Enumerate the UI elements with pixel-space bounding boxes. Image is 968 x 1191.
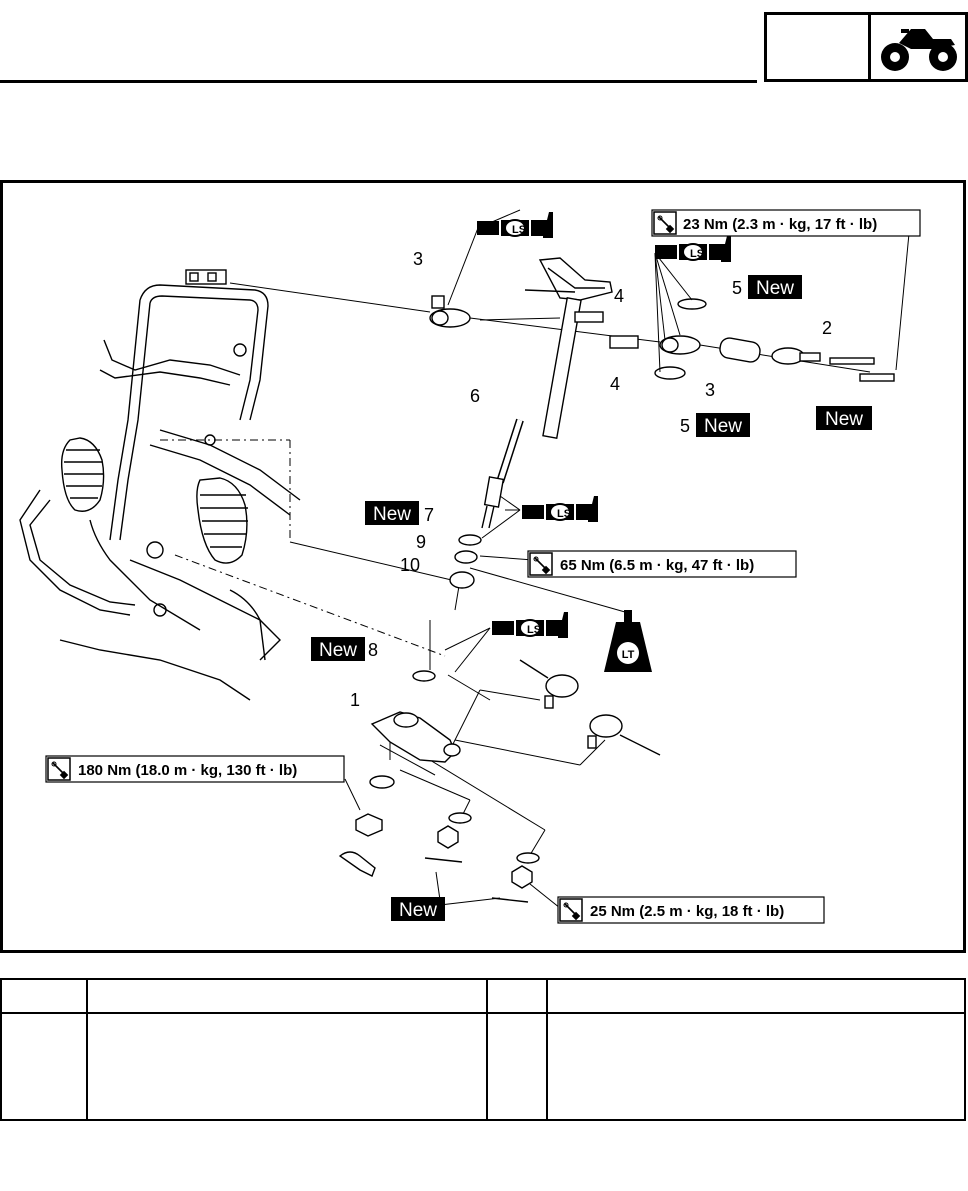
leader-lines bbox=[160, 209, 871, 856]
callout-3: 3 bbox=[413, 249, 423, 269]
torque-value: 23 Nm (2.3 m · kg, 17 ft · lb) bbox=[683, 216, 877, 233]
table-divider bbox=[486, 980, 488, 1119]
callout-5: 5 bbox=[732, 278, 742, 298]
callout-8: 8 bbox=[368, 640, 378, 660]
torque-value: 65 Nm (6.5 m · kg, 47 ft · lb) bbox=[560, 557, 754, 574]
header-box-icon bbox=[868, 12, 968, 82]
callouts: 3 4 5 2 4 3 6 5 7 9 10 8 1 bbox=[350, 249, 832, 710]
callout-3: 3 bbox=[705, 380, 715, 400]
new-badge: New bbox=[391, 897, 445, 921]
svg-text:New: New bbox=[825, 409, 863, 430]
table-divider bbox=[546, 980, 548, 1119]
header-rule bbox=[0, 80, 757, 83]
torque-box-1: 23 Nm (2.3 m · kg, 17 ft · lb) bbox=[651, 209, 921, 237]
callout-1: 1 bbox=[350, 690, 360, 710]
new-badge: New bbox=[816, 406, 872, 430]
torque-box-2: 65 Nm (6.5 m · kg, 47 ft · lb) bbox=[527, 550, 797, 578]
ls-label: LS bbox=[557, 508, 571, 520]
new-badge: New bbox=[311, 637, 365, 661]
ls-label: LS bbox=[512, 224, 526, 236]
torque-box-3: 180 Nm (18.0 m · kg, 130 ft · lb) bbox=[45, 755, 345, 783]
torque-box-4: 25 Nm (2.5 m · kg, 18 ft · lb) bbox=[557, 896, 825, 924]
torque-value: 25 Nm (2.5 m · kg, 18 ft · lb) bbox=[590, 903, 784, 920]
callout-10: 10 bbox=[400, 555, 420, 575]
diagram-frame bbox=[0, 180, 966, 953]
parts-table bbox=[0, 978, 966, 1121]
new-badge: New bbox=[365, 501, 419, 525]
table-divider bbox=[86, 980, 88, 1119]
svg-text:New: New bbox=[704, 416, 742, 437]
callout-7: 7 bbox=[424, 505, 434, 525]
lt-label: LT bbox=[622, 649, 635, 661]
callout-2: 2 bbox=[822, 318, 832, 338]
ls-label: LS bbox=[527, 624, 541, 636]
locktite-icon: LT bbox=[604, 610, 652, 672]
steering-parts bbox=[338, 257, 895, 903]
atv-icon bbox=[881, 29, 957, 71]
svg-text:New: New bbox=[319, 640, 357, 661]
ls-label: LS bbox=[690, 248, 704, 260]
new-badge: New bbox=[748, 275, 802, 299]
torque-value: 180 Nm (18.0 m · kg, 130 ft · lb) bbox=[78, 762, 297, 779]
table-header-row bbox=[2, 980, 964, 1014]
atv-frame-drawing bbox=[19, 269, 301, 701]
svg-text:New: New bbox=[373, 504, 411, 525]
svg-text:New: New bbox=[756, 278, 794, 299]
callout-4: 4 bbox=[614, 286, 624, 306]
callout-5: 5 bbox=[680, 416, 690, 436]
svg-text:New: New bbox=[399, 900, 437, 921]
callout-4: 4 bbox=[610, 374, 620, 394]
new-badge: New bbox=[696, 413, 750, 437]
callout-9: 9 bbox=[416, 532, 426, 552]
lube-leaders bbox=[344, 222, 911, 909]
callout-6: 6 bbox=[470, 386, 480, 406]
